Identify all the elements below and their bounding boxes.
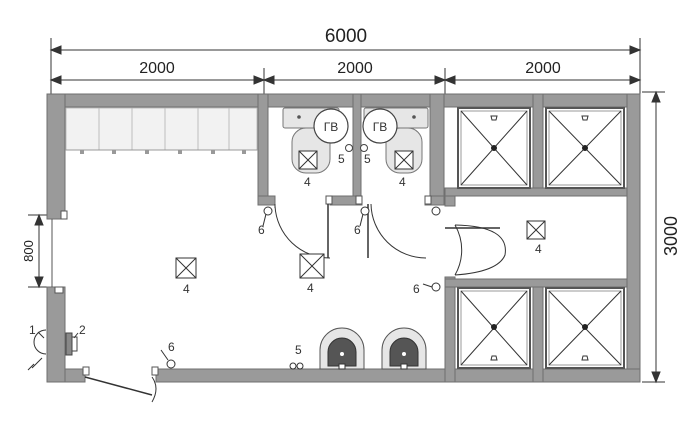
- callout-6-left-door: 6: [258, 223, 265, 237]
- doors: [51, 203, 506, 403]
- shower-top-right: [545, 107, 625, 189]
- callout-4-corridor: 4: [307, 281, 314, 295]
- dim-segment-1: 2000: [139, 60, 175, 77]
- callout-4-toilet-right: 4: [399, 175, 406, 189]
- callout-5-sink: 5: [295, 343, 302, 357]
- callout-4-main: 4: [183, 282, 190, 296]
- callout-2: 2: [79, 323, 86, 337]
- valve-icon: [345, 144, 353, 152]
- dim-segment-2: 2000: [337, 60, 373, 77]
- water-heater-left-label: ГВ: [324, 120, 339, 134]
- shower-top-left: [457, 107, 531, 189]
- callout-1: 1: [29, 323, 36, 337]
- callout-4-shower-area: 4: [535, 242, 542, 256]
- dim-segment-3: 2000: [525, 60, 561, 77]
- walls: [46, 93, 641, 383]
- sink-left: [319, 327, 365, 370]
- callout-leaders: [37, 213, 433, 339]
- dimension-lines: [28, 38, 665, 384]
- callout-6-right-door: 6: [354, 223, 361, 237]
- dim-door-opening: 800: [21, 240, 36, 262]
- callout-5-heater-right: 5: [364, 152, 371, 166]
- water-heater-left: ГВ: [313, 108, 349, 144]
- valve-icon: [360, 144, 368, 152]
- water-heater-right-label: ГВ: [373, 120, 388, 134]
- callout-6-entry: 6: [168, 340, 175, 354]
- dim-total-width: 6000: [325, 26, 367, 47]
- callout-4-toilet-left: 4: [304, 175, 311, 189]
- dim-height: 3000: [661, 216, 681, 256]
- entry-fixture-1: [27, 329, 47, 371]
- wall-end-caps: [54, 195, 432, 376]
- water-heater-right: ГВ: [362, 108, 398, 144]
- vent-markers: [175, 220, 546, 279]
- bench: [65, 107, 258, 154]
- sink-right: [381, 327, 427, 370]
- shower-bottom-right: [545, 287, 625, 369]
- callout-5-heater-left: 5: [338, 152, 345, 166]
- shower-bottom-left: [457, 287, 531, 369]
- callout-6-shower-door: 6: [413, 282, 420, 296]
- small-fixtures: [160, 206, 441, 370]
